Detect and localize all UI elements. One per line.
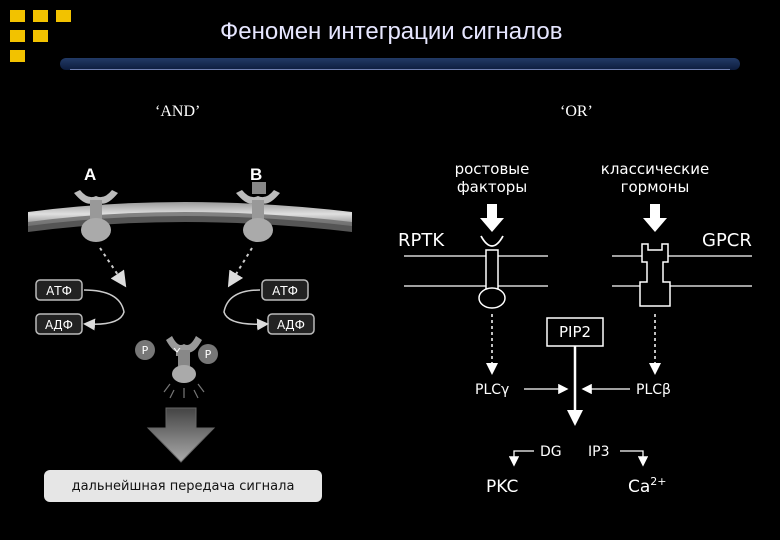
- logo: [10, 10, 80, 70]
- hormone-arrow-icon: [643, 204, 667, 232]
- growth-factor-arrow-icon: [480, 204, 504, 232]
- big-down-arrow-icon: [146, 407, 216, 463]
- title-bar: [60, 58, 740, 70]
- atf-to-adf-left-arrow: [83, 289, 125, 331]
- receptor-b-icon: [236, 182, 280, 242]
- plasma-membrane: [404, 255, 752, 287]
- page-title: Феномен интеграции сигналов: [220, 18, 563, 45]
- rptk-receptor-icon: [478, 235, 506, 309]
- pkc-label: PKC: [486, 477, 518, 497]
- dg-label: DG: [540, 444, 562, 460]
- atf-to-adf-right-arrow: [223, 289, 269, 331]
- plcb-label: PLCβ: [636, 382, 671, 398]
- adf-left-box: [35, 313, 83, 335]
- atf-right-box: [261, 279, 309, 301]
- gpcr-label: GPCR: [702, 230, 752, 251]
- and-label: ‘AND’: [155, 103, 201, 120]
- pip2-down-arrow-icon: [567, 410, 583, 426]
- phospho-left-label: P: [142, 344, 149, 357]
- calcium-base: Ca: [628, 477, 650, 497]
- growth-factors-line2: факторы: [457, 178, 527, 196]
- result-label: дальнейшная передача сигнала: [72, 479, 295, 494]
- phospho-right-icon: [198, 344, 218, 364]
- receptor-a-label: A: [84, 165, 96, 184]
- pip2-label: PIP2: [559, 323, 591, 341]
- receptor-b-label: B: [250, 165, 262, 184]
- phospho-right-label: P: [205, 348, 212, 361]
- hormones-line1: классические: [601, 160, 709, 178]
- cell-membrane-inner: [28, 212, 352, 232]
- pip2-box: [546, 317, 604, 347]
- plcg-label: PLCγ: [475, 382, 509, 398]
- signal-arrow-b: [227, 247, 253, 288]
- atf-right-label: АТФ: [272, 284, 298, 298]
- gpcr-receptor-icon: [639, 243, 671, 307]
- or-label: ‘OR’: [560, 103, 593, 120]
- adapter-molecule-icon: [163, 336, 205, 399]
- growth-factors-line1: ростовые: [455, 160, 530, 178]
- adf-right-label: АДФ: [277, 318, 305, 332]
- adf-left-label: АДФ: [45, 318, 73, 332]
- or-diagram: ростовые факторы классические гормоны RP…: [398, 160, 752, 497]
- ip3-label: IP3: [588, 444, 609, 460]
- signal-arrow-a: [99, 247, 127, 288]
- calcium-label: Ca2+: [628, 475, 667, 497]
- receptor-a-icon: [74, 190, 118, 242]
- title-divider: [70, 69, 730, 70]
- hormones-line2: гормоны: [621, 178, 690, 196]
- rptk-label: RPTK: [398, 230, 445, 251]
- atf-left-label: АТФ: [46, 284, 72, 298]
- ip3-to-ca-arrow: [620, 450, 649, 467]
- and-diagram: A B АТФ АДФ АТФ АДФ: [28, 165, 352, 502]
- atf-left-box: [35, 279, 83, 301]
- calcium-charge: 2+: [650, 475, 666, 488]
- result-bar: [44, 470, 322, 502]
- phospho-left-icon: [135, 340, 155, 360]
- dg-to-pkc-arrow: [508, 450, 534, 467]
- y-label: Y: [173, 346, 181, 359]
